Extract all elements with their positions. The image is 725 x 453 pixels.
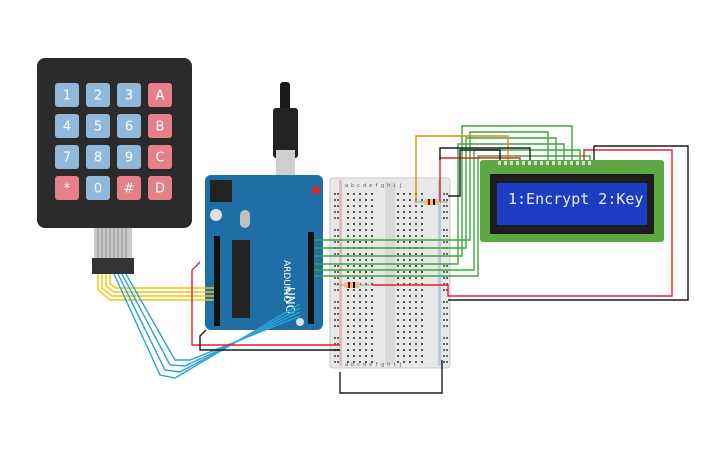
lcd-screen — [497, 183, 647, 225]
key-9 — [117, 145, 141, 169]
key-label: 4 — [63, 120, 71, 135]
arduino-logo-text: ARDUINO — [281, 260, 291, 302]
key-5 — [86, 114, 110, 138]
reset-button — [312, 186, 320, 194]
wires — [97, 125, 689, 394]
key-label: 5 — [94, 120, 102, 135]
lcd-line-1: 1:Encrypt 2:Key — [508, 190, 643, 208]
key-label: 9 — [125, 151, 133, 166]
key-* — [55, 176, 79, 200]
wires-red — [191, 149, 673, 346]
wires-blue — [113, 273, 301, 379]
key-label: 8 — [94, 151, 102, 166]
key-A — [148, 83, 172, 107]
key-B — [148, 114, 172, 138]
key-label: C — [155, 151, 164, 166]
key-7 — [55, 145, 79, 169]
key-label: * — [64, 182, 71, 197]
usb-plug — [273, 108, 298, 158]
analog-header — [214, 236, 220, 326]
wires-yellow — [97, 274, 214, 301]
key-6 — [117, 114, 141, 138]
lcd-pins — [498, 161, 591, 165]
key-label: 3 — [125, 89, 133, 104]
key-3 — [117, 83, 141, 107]
key-label: D — [155, 182, 165, 197]
wires-black — [199, 145, 689, 394]
key-4 — [55, 114, 79, 138]
key-8 — [86, 145, 110, 169]
lcd-16x2: 1:Encrypt 2:Key — [480, 160, 664, 242]
resistor-middle — [336, 282, 372, 288]
atmega-chip — [232, 240, 250, 318]
keypad-connector — [92, 258, 134, 274]
keypad-keys: 1 2 3 A 4 5 6 B 7 8 9 C * 0 # D — [55, 83, 172, 200]
breadboard-column-labels-bottom: a b c d e f g h i j — [345, 362, 402, 368]
usb-cable — [280, 82, 290, 112]
key-label: 1 — [63, 89, 71, 104]
key-2 — [86, 83, 110, 107]
key-label: 2 — [94, 89, 102, 104]
crystal — [240, 210, 250, 228]
arduino-uno: ARDUINO UNO — [205, 82, 323, 330]
key-0 — [86, 176, 110, 200]
key-label: 0 — [94, 182, 102, 197]
key-C — [148, 145, 172, 169]
keypad-4x4: 1 2 3 A 4 5 6 B 7 8 9 C * 0 # D — [37, 58, 192, 274]
power-jack — [210, 180, 232, 202]
breadboard: a b c d e f g h i j a b c d e f g h i j — [329, 177, 451, 369]
key-label: 7 — [63, 151, 71, 166]
wires-green — [314, 125, 591, 277]
breadboard-column-labels-top: a b c d e f g h i j — [345, 183, 402, 189]
key-# — [117, 176, 141, 200]
digital-header — [308, 232, 314, 324]
key-label: 6 — [125, 120, 133, 135]
resistor-top — [414, 199, 448, 205]
key-1 — [55, 83, 79, 107]
key-label: B — [156, 120, 165, 135]
key-D — [148, 176, 172, 200]
key-label: # — [124, 182, 135, 197]
key-label: A — [156, 89, 165, 104]
